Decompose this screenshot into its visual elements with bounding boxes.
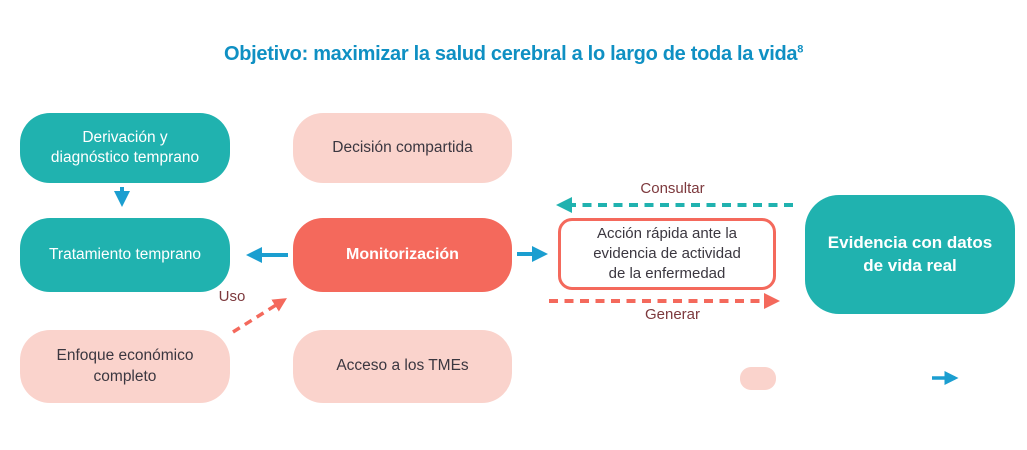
diagram-title-text: Objetivo: maximizar la salud cerebral a … — [223, 43, 798, 65]
uso-arrow-label: Uso — [218, 288, 246, 305]
box-enfoque-economico: Enfoque económico completo — [20, 330, 230, 403]
title-reference-superscript: 8 — [797, 43, 804, 56]
box-decision-compartida: Decisión compartida — [293, 113, 512, 183]
box-accion-rapida: Acción rápida ante la evidencia de activ… — [558, 218, 776, 290]
box-derivacion-diagnostico: Derivación y diagnóstico temprano — [20, 113, 230, 183]
box-enfoque-economico-label: Enfoque económico completo — [56, 347, 194, 385]
box-evidencia-vida-real-label: Evidencia con datos de vida real — [827, 233, 993, 275]
box-acceso-tmes: Acceso a los TMEs — [293, 330, 512, 403]
box-tratamiento-temprano: Tratamiento temprano — [20, 218, 230, 292]
box-accion-rapida-label: Acción rápida ante la evidencia de activ… — [593, 225, 741, 282]
consultar-arrow-label: Consultar — [640, 180, 705, 197]
box-monitorizacion: Monitorización — [293, 218, 512, 292]
box-evidencia-vida-real: Evidencia con datos de vida real — [805, 195, 1015, 314]
box-derivacion-diagnostico-label: Derivación y diagnóstico temprano — [50, 128, 200, 166]
legend-box-marker-icon — [740, 367, 776, 390]
box-tratamiento-temprano-label: Tratamiento temprano — [49, 245, 201, 263]
diagram-title: Objetivo: maximizar la salud cerebral a … — [0, 43, 1027, 66]
box-decision-compartida-label: Decisión compartida — [332, 138, 473, 156]
box-acceso-tmes-label: Acceso a los TMEs — [336, 357, 469, 375]
generar-arrow-label: Generar — [644, 306, 701, 323]
box-monitorizacion-label: Monitorización — [346, 246, 459, 264]
